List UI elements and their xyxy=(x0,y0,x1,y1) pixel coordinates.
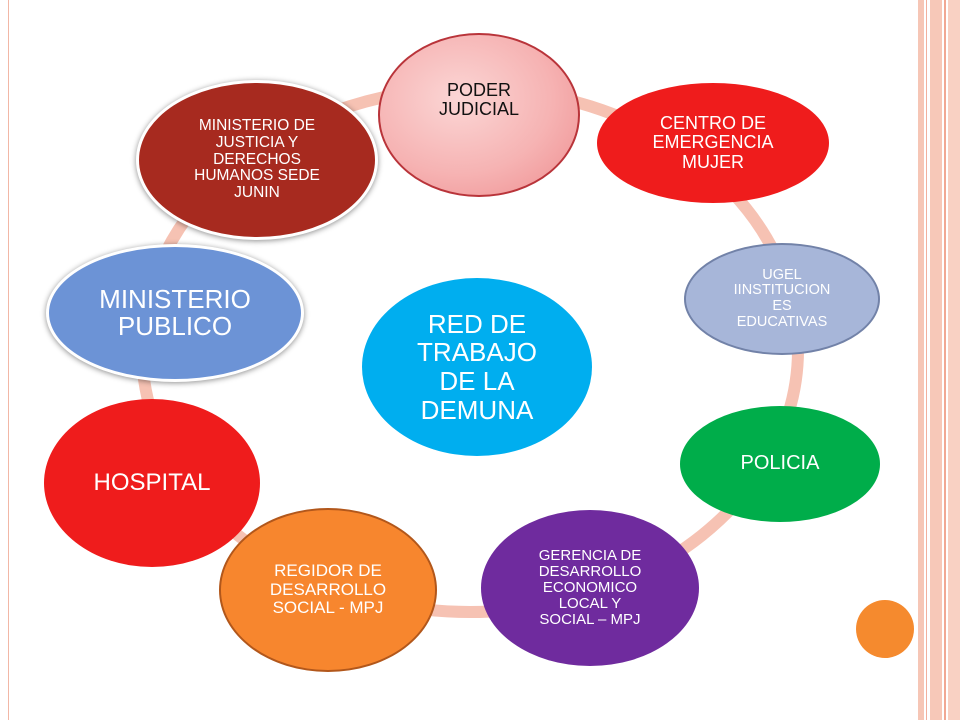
node-label: GERENCIA DE DESARROLLO ECONOMICO LOCAL Y… xyxy=(538,546,642,629)
node-poder-judicial: PODER JUDICIAL xyxy=(378,33,580,197)
right-border-stripe xyxy=(918,0,924,720)
node-gerencia-desarrollo: GERENCIA DE DESARROLLO ECONOMICO LOCAL Y… xyxy=(481,510,699,666)
node-ministerio-publico: MINISTERIO PUBLICO xyxy=(46,244,304,382)
right-border-stripe xyxy=(948,0,960,720)
node-label: MINISTERIO PUBLICO xyxy=(99,283,251,341)
center-label: RED DE TRABAJO DE LA DEMUNA xyxy=(417,308,537,425)
node-label: MINISTERIO DE JUSTICIA Y DERECHOS HUMANO… xyxy=(194,117,320,202)
node-label: CENTRO DE EMERGENCIA MUJER xyxy=(652,112,774,172)
node-label: REGIDOR DE DESARROLLO SOCIAL - MPJ xyxy=(269,561,387,618)
right-border-stripe xyxy=(944,0,946,720)
node-label: UGEL IINSTITUCION ES EDUCATIVAS xyxy=(733,266,831,330)
node-hospital: HOSPITAL xyxy=(44,399,260,567)
node-label: POLICIA xyxy=(740,452,820,475)
node-policia: POLICIA xyxy=(680,406,880,522)
right-border-stripe xyxy=(930,0,942,720)
node-ugel: UGEL IINSTITUCION ES EDUCATIVAS xyxy=(684,243,880,355)
node-centro-emergencia-mujer: CENTRO DE EMERGENCIA MUJER xyxy=(597,83,829,203)
center-node-red-demuna: RED DE TRABAJO DE LA DEMUNA xyxy=(362,278,592,456)
node-regidor-desarrollo-social: REGIDOR DE DESARROLLO SOCIAL - MPJ xyxy=(219,508,437,672)
accent-dot xyxy=(856,600,914,658)
node-ministerio-justicia: MINISTERIO DE JUSTICIA Y DERECHOS HUMANO… xyxy=(136,80,378,240)
node-label: HOSPITAL xyxy=(93,469,211,497)
left-frame-line xyxy=(8,0,9,720)
node-label: PODER JUDICIAL xyxy=(438,79,519,119)
right-border-stripe xyxy=(926,0,927,720)
